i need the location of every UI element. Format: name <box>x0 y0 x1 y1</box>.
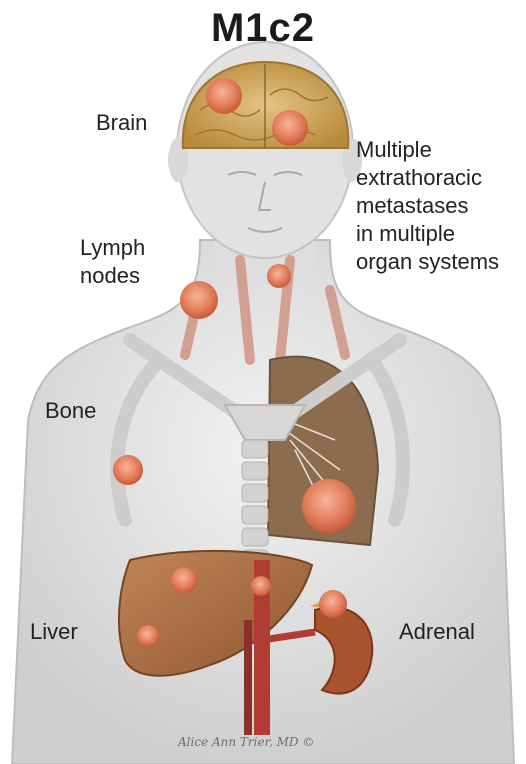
liver-tumor-3 <box>137 625 159 647</box>
page-title: M1c2 <box>0 6 526 51</box>
lymph-node-tumor-right <box>267 264 291 288</box>
brain-tumor-right <box>272 110 308 146</box>
label-adrenal: Adrenal <box>399 618 475 646</box>
bone-tumor <box>113 455 143 485</box>
lung-tumor <box>302 479 356 533</box>
adrenal-tumor <box>319 590 347 618</box>
label-lymph-nodes: Lymph nodes <box>80 234 145 290</box>
liver-tumor-1 <box>171 567 197 593</box>
lymph-node-tumor-left <box>180 281 218 319</box>
label-brain: Brain <box>96 109 147 137</box>
brain-tumor-left <box>206 78 242 114</box>
label-description: Multiple extrathoracic metastases in mul… <box>356 136 499 276</box>
liver-tumor-2 <box>251 576 271 596</box>
label-bone: Bone <box>45 397 96 425</box>
artist-signature: Alice Ann Trier, MD © <box>178 735 314 749</box>
label-liver: Liver <box>30 618 78 646</box>
